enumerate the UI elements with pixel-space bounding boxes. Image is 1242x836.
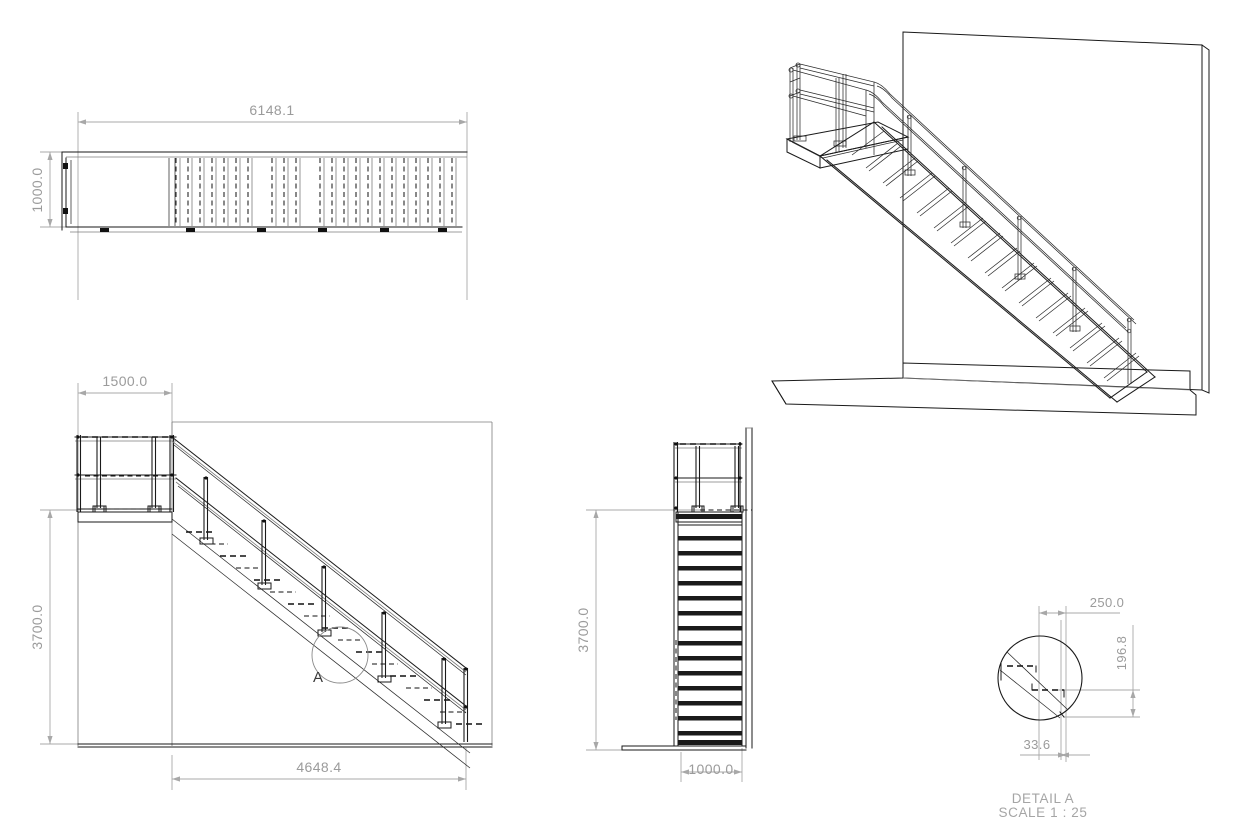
top-view-post-plates xyxy=(100,228,447,232)
dim-front-platform-width-label: 1500.0 xyxy=(102,373,147,389)
detail-callout-a: A xyxy=(311,626,369,686)
top-view-treads xyxy=(175,158,457,226)
iso-stair xyxy=(819,121,1156,403)
iso-floor xyxy=(771,362,1197,416)
dim-side-width-label: 1000.0 xyxy=(688,761,733,777)
dim-detail-196-label: 196.8 xyxy=(1114,636,1129,671)
dim-front-height-label: 3700.0 xyxy=(29,604,45,649)
side-view-treads xyxy=(673,511,743,747)
top-view-extension-lines xyxy=(40,112,468,300)
dim-front-run-label: 4648.4 xyxy=(296,759,341,775)
dim-front-run: 4648.4 xyxy=(172,759,466,782)
front-view-treads xyxy=(186,531,482,725)
iso-wall xyxy=(902,31,1210,394)
detail-extension-lines xyxy=(1038,606,1140,762)
top-view-geometry xyxy=(61,151,468,233)
detail-a-title: DETAIL A SCALE 1 : 25 xyxy=(999,791,1088,820)
isometric-view xyxy=(771,31,1210,416)
dim-front-height: 3700.0 xyxy=(29,510,53,744)
front-view: 1500.0 3700.0 4648.4 xyxy=(29,373,493,790)
dim-side-width: 1000.0 xyxy=(681,761,742,777)
dim-detail-33: 33.6 xyxy=(1020,737,1090,758)
detail-a-title-line2: SCALE 1 : 25 xyxy=(999,805,1088,820)
dim-side-height: 3700.0 xyxy=(575,510,599,750)
side-view-tread-stack xyxy=(677,524,743,747)
iso-stair-rail xyxy=(865,81,1137,384)
dim-front-platform-width: 1500.0 xyxy=(78,373,172,396)
dim-top-width: 1000.0 xyxy=(29,152,53,227)
side-view-floor xyxy=(621,745,747,751)
detail-callout-a-label: A xyxy=(313,669,323,686)
front-view-construction xyxy=(77,421,493,746)
dim-detail-250: 250.0 xyxy=(1039,595,1125,616)
iso-platform xyxy=(785,121,910,169)
side-view-wall xyxy=(745,427,753,749)
dim-top-length-label: 6148.1 xyxy=(249,102,294,118)
iso-treads xyxy=(851,130,1140,382)
front-view-stair xyxy=(171,436,482,769)
dim-detail-196: 196.8 xyxy=(1114,625,1136,717)
front-view-floor xyxy=(77,743,493,748)
side-view-guardrail xyxy=(673,442,744,513)
front-view-platform xyxy=(74,435,177,523)
side-view: 3700.0 1000.0 xyxy=(575,427,753,782)
dim-top-length: 6148.1 xyxy=(78,102,467,125)
dim-top-width-label: 1000.0 xyxy=(29,167,45,212)
iso-platform-rail xyxy=(788,62,875,155)
dim-side-height-label: 3700.0 xyxy=(575,607,591,652)
detail-a-geometry xyxy=(997,635,1083,721)
front-view-extension-lines xyxy=(40,383,467,790)
front-view-stanchions xyxy=(199,476,469,742)
detail-a-title-line1: DETAIL A xyxy=(1012,791,1075,806)
detail-view-a: 250.0 196.8 33.6 xyxy=(997,595,1140,820)
dim-detail-33-label: 33.6 xyxy=(1024,737,1051,752)
top-view: 6148.1 1000.0 xyxy=(29,102,468,300)
dim-detail-250-label: 250.0 xyxy=(1090,595,1125,610)
